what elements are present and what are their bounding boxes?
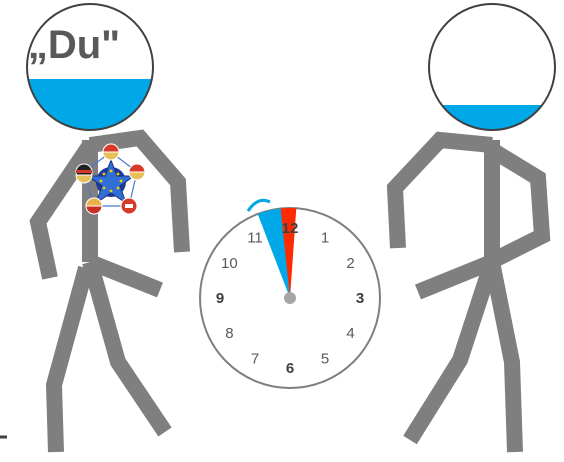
clock-hour-3: 3 <box>356 290 364 307</box>
clock-hour-5: 5 <box>321 351 329 368</box>
clock-hour-2: 2 <box>346 255 354 272</box>
clock-hour-12: 12 <box>282 220 299 237</box>
clock-hour-11: 11 <box>247 229 263 246</box>
clock-hour-10: 10 <box>221 255 238 272</box>
head-label: „Du" <box>28 23 120 67</box>
clock-hour-7: 7 <box>251 351 259 368</box>
clock-hour-9: 9 <box>216 290 224 307</box>
right-figure <box>395 4 562 452</box>
clock-hour-8: 8 <box>225 325 233 342</box>
left-figure: „Du" <box>20 4 182 452</box>
clock-hour-1: 1 <box>321 229 329 246</box>
clock-center <box>284 292 296 304</box>
clock-hour-6: 6 <box>286 360 294 377</box>
clock-hour-4: 4 <box>346 325 354 342</box>
right-figure-body <box>395 140 542 452</box>
clockwise-arrow-icon <box>248 200 270 211</box>
